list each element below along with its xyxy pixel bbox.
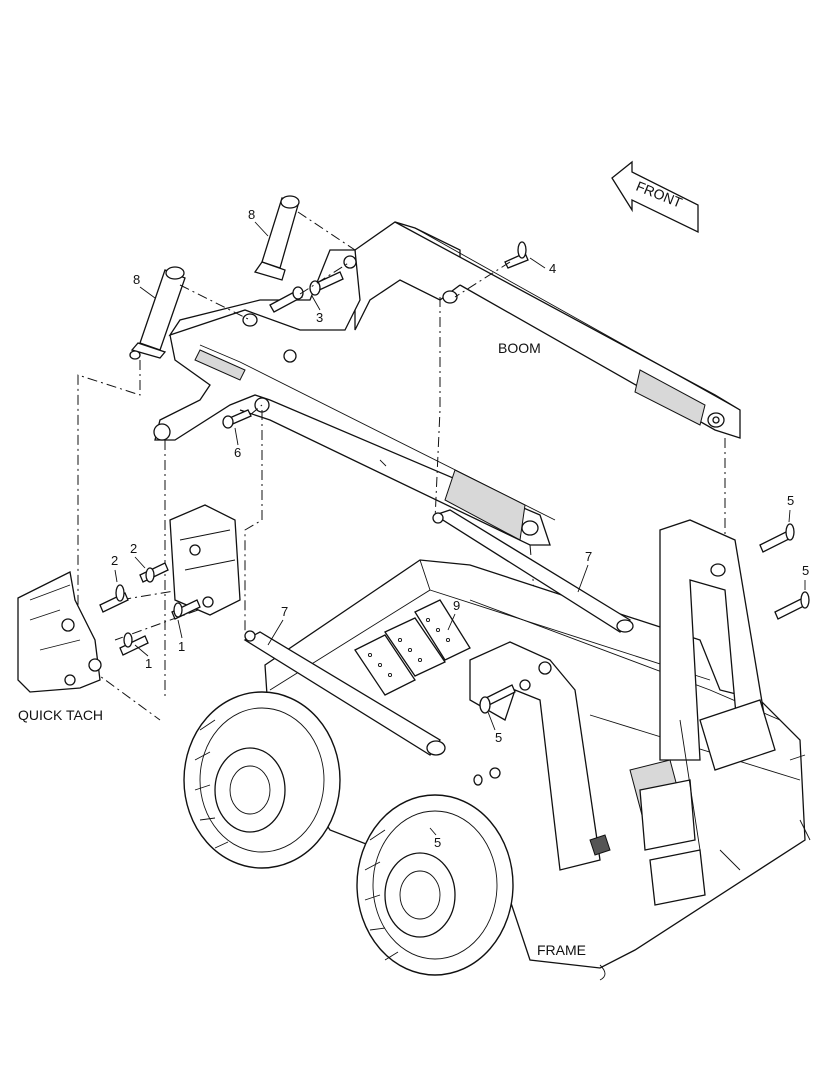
callout-3: 3	[316, 310, 323, 325]
pins	[222, 241, 529, 429]
callout-2: 2	[111, 553, 118, 568]
callout-5: 5	[495, 730, 502, 745]
callout-5: 5	[787, 493, 794, 508]
tilt-cylinders	[129, 195, 300, 360]
callout-4: 4	[549, 261, 556, 276]
callout-6: 6	[234, 445, 241, 460]
foot-pedals	[354, 599, 471, 696]
callout-1: 1	[145, 656, 152, 671]
frame-label: FRAME	[537, 942, 586, 958]
boom-label: BOOM	[498, 340, 541, 356]
callout-7: 7	[281, 604, 288, 619]
quick-tach-label: QUICK TACH	[18, 707, 103, 723]
callout-1: 1	[178, 639, 185, 654]
callouts: 8 8 3 4 6 2 2 1 1 7 7 9 5 5 5 5	[111, 207, 809, 850]
tires	[183, 691, 514, 976]
callout-8: 8	[133, 272, 140, 287]
callout-5: 5	[434, 835, 441, 850]
callout-5: 5	[802, 563, 809, 578]
front-arrow: FRONT	[611, 160, 699, 234]
callout-9: 9	[453, 598, 460, 613]
callout-7: 7	[585, 549, 592, 564]
callout-2: 2	[130, 541, 137, 556]
tilt-links	[243, 509, 634, 756]
frame-assembly: FRAME	[264, 519, 811, 981]
quick-tach-assembly: QUICK TACH	[17, 504, 241, 723]
callout-leaders	[114, 221, 806, 836]
boom-assembly: BOOM	[153, 221, 741, 546]
callout-8: 8	[248, 207, 255, 222]
